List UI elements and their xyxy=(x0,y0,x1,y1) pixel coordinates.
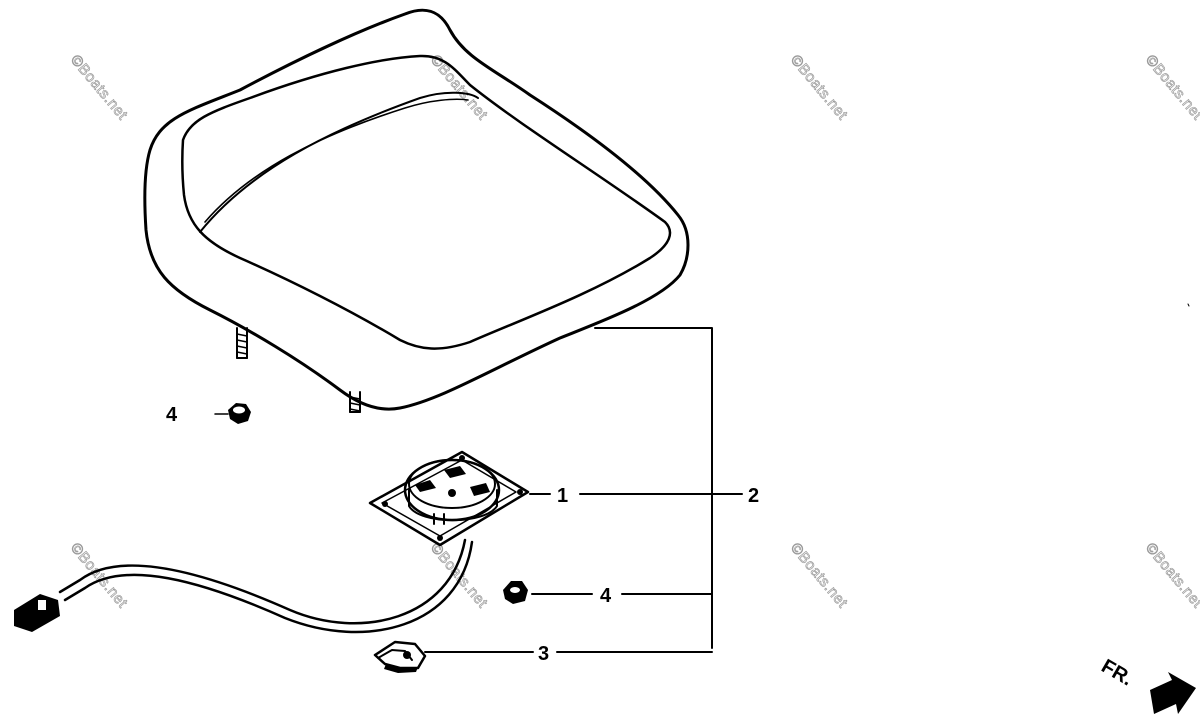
stud-right xyxy=(349,391,361,413)
nut-upper xyxy=(214,403,251,424)
leader-lines xyxy=(424,327,743,653)
callout-3: 3 xyxy=(538,643,549,665)
watermark: ©Boats.net xyxy=(787,540,851,612)
watermark: ©Boats.net xyxy=(67,52,131,124)
nut-lower xyxy=(503,581,528,604)
stud-left xyxy=(236,327,248,359)
watermark: ©Boats.net xyxy=(1142,52,1200,124)
callout-4: 4 xyxy=(166,404,178,426)
clip xyxy=(373,640,427,673)
front-arrow-icon xyxy=(1150,672,1196,714)
callout-1: 1 xyxy=(557,485,568,507)
seat-cushion xyxy=(143,8,690,411)
watermark: ©Boats.net xyxy=(427,540,491,612)
connector xyxy=(14,594,60,632)
front-label: FR. xyxy=(1098,655,1137,690)
wire-harness xyxy=(14,538,474,634)
front-direction-marker: FR. xyxy=(1098,655,1196,714)
callout-2: 2 xyxy=(748,485,759,507)
watermark: ©Boats.net xyxy=(787,52,851,124)
callout-4: 4 xyxy=(600,585,612,607)
watermark: ©Boats.net xyxy=(1142,540,1200,612)
seat-switch xyxy=(368,450,530,547)
speck xyxy=(1187,303,1190,307)
